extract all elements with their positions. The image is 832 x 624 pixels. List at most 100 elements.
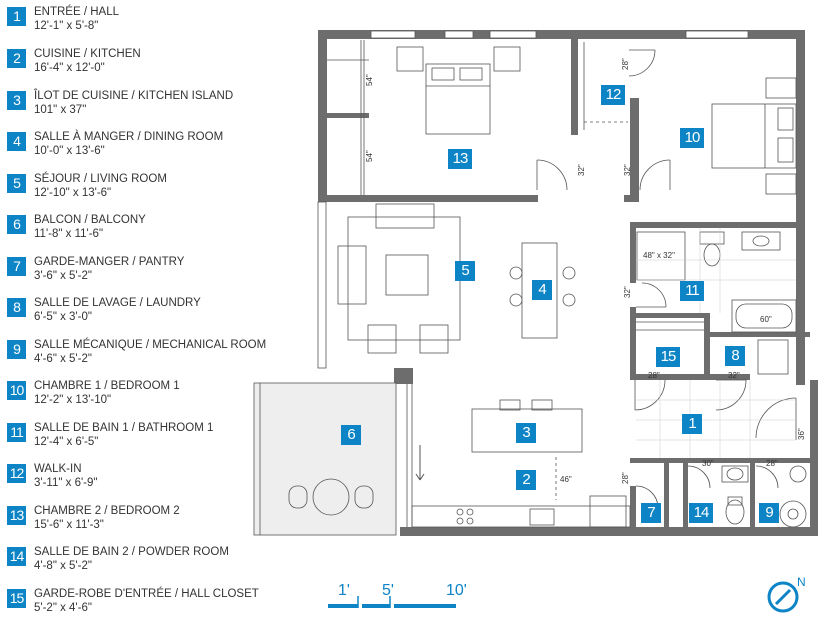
dimension-labels: 54" 54" 28" 32" 32" 48" x 32" 32" 60" 28… [365, 58, 806, 484]
legend-room-name: ENTRÉE / HALL [34, 6, 119, 18]
room-badge-12: 12 [601, 85, 625, 105]
legend-item: 5 SÉJOUR / LIVING ROOM 12'-10" x 13'-6" [7, 173, 297, 209]
dim-label: 28" [621, 472, 630, 484]
dim-label: 28" [648, 371, 660, 380]
dim-label: 32" [577, 164, 586, 176]
legend-room-dims: 12'-2" x 13'-10" [34, 394, 112, 406]
legend-room-name: GARDE-ROBE D'ENTRÉE / HALL CLOSET [34, 588, 259, 600]
legend-room-name: SALLE DE BAIN 1 / BATHROOM 1 [34, 422, 214, 434]
legend-number: 3 [7, 91, 26, 110]
legend-room-dims: 11'-8" x 11'-6" [34, 228, 104, 240]
legend-room-name: GARDE-MANGER / PANTRY [34, 256, 185, 268]
legend-item: 11 SALLE DE BAIN 1 / BATHROOM 1 12'-4" x 6… [7, 422, 297, 458]
dim-label: 36" [797, 428, 806, 440]
legend-room-name: ÎLOT DE CUISINE / KITCHEN ISLAND [34, 90, 234, 102]
compass-label: N [797, 575, 806, 589]
scale-label: 1' [338, 582, 350, 599]
room-badge-15: 15 [656, 347, 680, 367]
room-badge-7: 7 [641, 503, 661, 523]
legend-room-name: SALLE DE BAIN 2 / POWDER ROOM [34, 546, 229, 558]
legend-room-dims: 3'-6" x 5'-2" [34, 270, 92, 282]
legend-room-dims: 12'-4" x 6'-5" [34, 436, 99, 448]
legend-room-name: SÉJOUR / LIVING ROOM [34, 173, 167, 185]
dim-label: 28" [766, 459, 778, 468]
scale-segment [328, 604, 358, 608]
dim-label: 46" [560, 475, 572, 484]
legend-room-name: CUISINE / KITCHEN [34, 48, 141, 60]
legend-room-dims: 10'-0" x 13'-6" [34, 145, 105, 157]
scale-label: 10' [446, 582, 467, 599]
scale-bar: 1' 5' 10' [328, 582, 467, 608]
legend-number: 12 [7, 464, 26, 483]
legend-item: 1 ENTRÉE / HALL 12'-1" x 5'-8" [7, 6, 297, 42]
legend-number: 4 [7, 132, 26, 151]
room-badge-13: 13 [448, 149, 472, 169]
scale-segment [362, 604, 390, 608]
room-badge-14: 14 [689, 503, 713, 523]
room-badge-9: 9 [759, 503, 779, 523]
legend-number: 9 [7, 340, 26, 359]
legend-number: 5 [7, 174, 26, 193]
legend-room-dims: 15'-6" x 11'-3" [34, 519, 104, 531]
legend-number: 6 [7, 215, 26, 234]
legend-room-name: SALLE À MANGER / DINING ROOM [34, 131, 224, 143]
legend-item: 14 SALLE DE BAIN 2 / POWDER ROOM 4'-8" x 5… [7, 546, 297, 582]
legend-item: 13 CHAMBRE 2 / BEDROOM 2 15'-6" x 11'-3" [7, 505, 297, 541]
legend-number: 1 [7, 7, 26, 26]
room-badge-2: 2 [516, 470, 536, 490]
room-badge-1: 1 [682, 414, 702, 434]
legend-room-name: BALCON / BALCONY [34, 214, 146, 226]
legend-room-name: CHAMBRE 2 / BEDROOM 2 [34, 505, 180, 517]
dim-label: 32" [623, 164, 632, 176]
legend-number: 11 [7, 423, 26, 442]
legend-room-name: SALLE MÉCANIQUE / MECHANICAL ROOM [34, 339, 267, 351]
scale-segment [394, 604, 456, 608]
dim-label: 32" [728, 371, 740, 380]
windows [317, 30, 749, 369]
legend-room-dims: 6'-5" x 3'-0" [34, 311, 92, 323]
legend-room-dims: 3'-11" x 6'-9" [34, 477, 98, 489]
plan-linework [253, 40, 807, 536]
legend-room-dims: 4'-8" x 5'-2" [34, 560, 92, 572]
room-badge-5: 5 [455, 261, 475, 281]
room-badge-10: 10 [680, 128, 704, 148]
legend-room-dims: 5'-2" x 4'-6" [34, 602, 92, 614]
legend-number: 2 [7, 49, 26, 68]
legend-item: 10 CHAMBRE 1 / BEDROOM 1 12'-2" x 13'-10" [7, 380, 297, 416]
dim-label: 48" x 32" [643, 251, 675, 260]
scale-label: 5' [382, 582, 394, 599]
legend-item: 8 SALLE DE LAVAGE / LAUNDRY 6'-5" x 3'-0" [7, 297, 297, 333]
dim-label: 32" [623, 286, 632, 298]
legend-number: 8 [7, 298, 26, 317]
legend-number: 13 [7, 506, 26, 525]
legend-number: 15 [7, 589, 26, 608]
legend-room-dims: 12'-1" x 5'-8" [34, 20, 99, 32]
legend-room-name: CHAMBRE 1 / BEDROOM 1 [34, 380, 180, 392]
north-compass-icon: N [767, 575, 806, 613]
legend-item: 12 WALK-IN 3'-11" x 6'-9" [7, 463, 297, 499]
room-badge-6: 6 [341, 425, 361, 445]
legend-room-name: SALLE DE LAVAGE / LAUNDRY [34, 297, 201, 309]
legend-item: 3 ÎLOT DE CUISINE / KITCHEN ISLAND 101" x … [7, 90, 297, 126]
legend-item: 7 GARDE-MANGER / PANTRY 3'-6" x 5'-2" [7, 256, 297, 292]
legend-room-dims: 4'-6" x 5'-2" [34, 353, 92, 365]
room-badge-8: 8 [725, 346, 745, 366]
legend-room-name: WALK-IN [34, 463, 82, 475]
legend-number: 10 [7, 381, 26, 400]
legend-room-dims: 101" x 37" [34, 104, 87, 116]
legend-number: 7 [7, 257, 26, 276]
room-badge-4: 4 [532, 280, 552, 300]
room-badge-11: 11 [680, 281, 704, 301]
dim-label: 54" [365, 150, 374, 162]
legend-number: 14 [7, 547, 26, 566]
legend-item: 15 GARDE-ROBE D'ENTRÉE / HALL CLOSET 5'-2"… [7, 588, 297, 624]
dim-label: 54" [365, 74, 374, 86]
dim-label: 60" [760, 315, 772, 324]
legend-room-dims: 12'-10" x 13'-6" [34, 187, 112, 199]
legend-item: 4 SALLE À MANGER / DINING ROOM 10'-0" x 13… [7, 131, 297, 167]
exterior-walls [318, 30, 818, 536]
legend-item: 6 BALCON / BALCONY 11'-8" x 11'-6" [7, 214, 297, 250]
legend: 1 ENTRÉE / HALL 12'-1" x 5'-8" 2 CUISINE / … [0, 0, 300, 624]
